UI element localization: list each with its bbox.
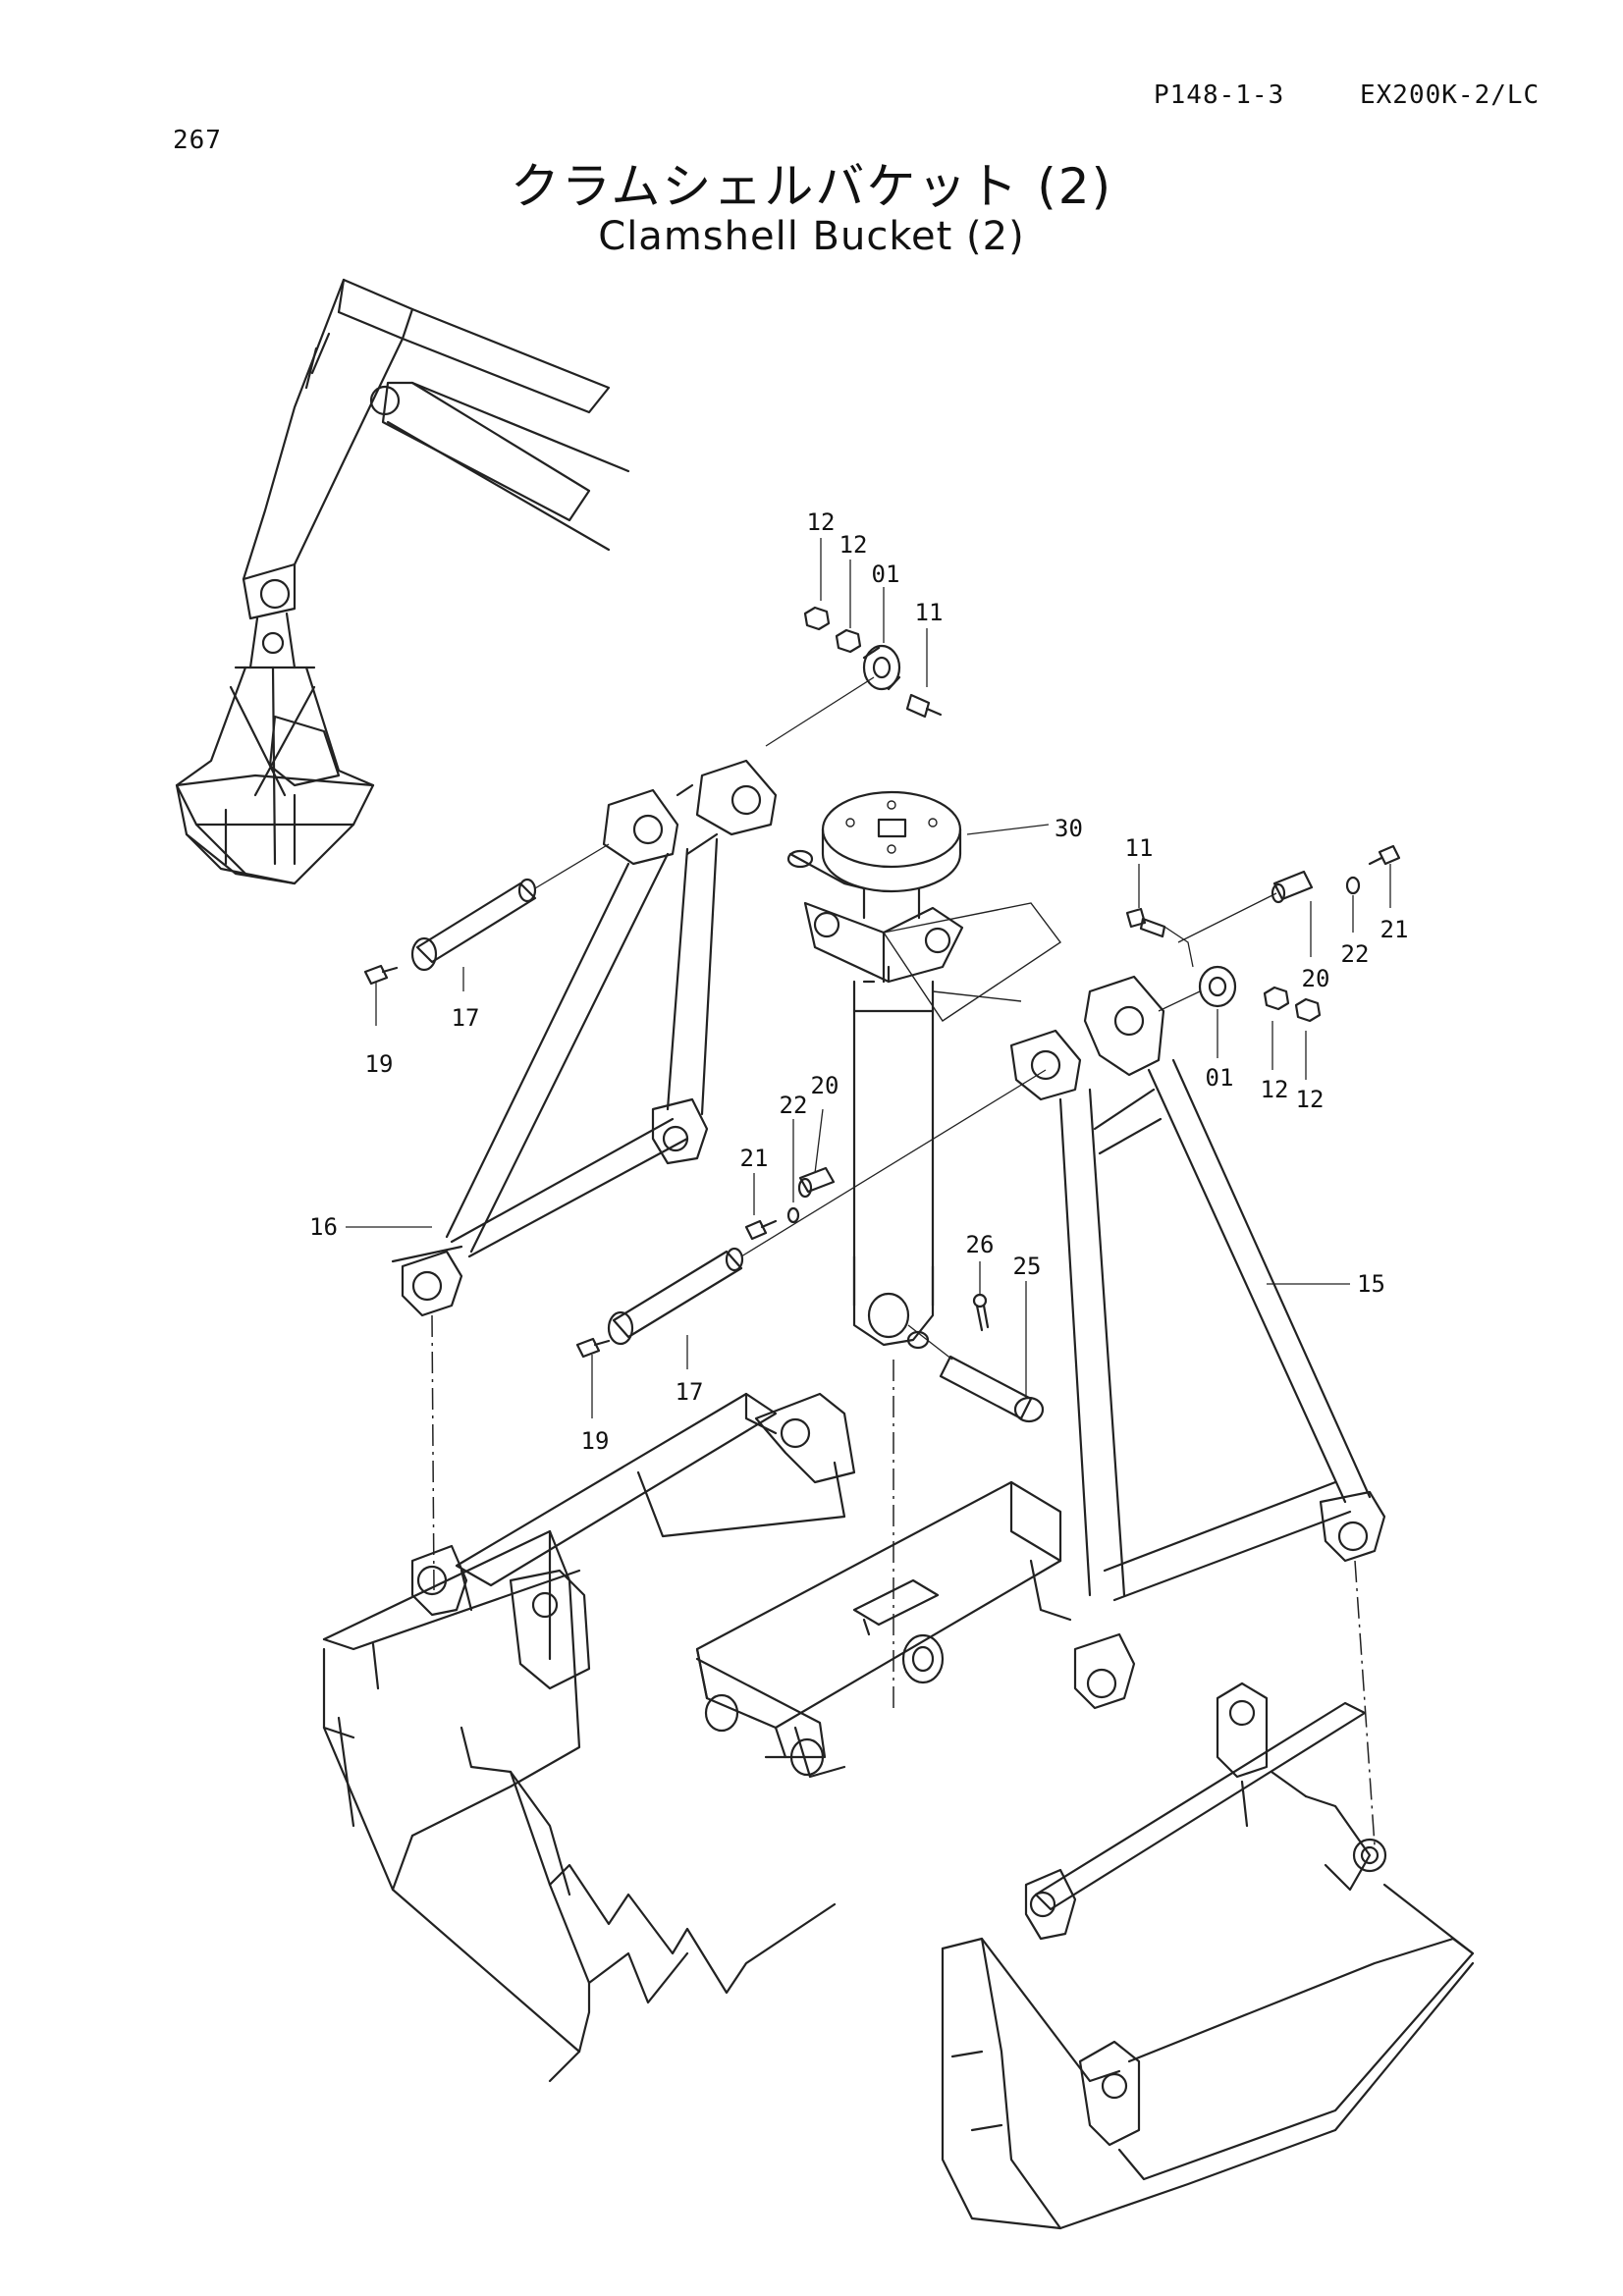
- callout-leaders: [346, 538, 1391, 1418]
- callout-17-a: 17: [452, 1004, 480, 1032]
- callout-21-b: 21: [740, 1145, 769, 1172]
- center-beam: [695, 1480, 1072, 1779]
- callout-11-b: 11: [1125, 834, 1154, 862]
- callout-labels: 12 12 01 11 30 11 20 22 21 01 12 12 17 1…: [309, 508, 1408, 1455]
- callout-12-b: 12: [839, 531, 868, 559]
- callout-11-a: 11: [915, 599, 944, 626]
- pin-17-upper: [363, 843, 610, 986]
- callout-16: 16: [309, 1213, 338, 1241]
- assembly-line-left: [431, 1314, 435, 1591]
- callout-12-d: 12: [1296, 1086, 1325, 1113]
- callout-22-b: 22: [780, 1092, 808, 1119]
- left-bucket-half: [322, 1392, 856, 2083]
- right-bucket-half: [941, 1682, 1475, 2230]
- callout-01-b: 01: [1206, 1064, 1234, 1092]
- frame-16: [391, 759, 778, 1317]
- callout-30: 30: [1055, 815, 1083, 842]
- title-english: Clamshell Bucket (2): [598, 214, 1025, 259]
- callout-01-a: 01: [872, 561, 900, 588]
- callout-25: 25: [1013, 1253, 1042, 1280]
- callout-26: 26: [966, 1231, 995, 1258]
- excavator-inset-illustration: [175, 278, 630, 885]
- callout-22-a: 22: [1341, 940, 1370, 968]
- right-pin-hardware: [1125, 844, 1401, 1023]
- title-japanese: クラムシェルバケット (2): [510, 158, 1113, 215]
- frame-15: [1009, 975, 1386, 1710]
- callout-12-a: 12: [807, 508, 836, 536]
- callout-19-a: 19: [365, 1050, 394, 1078]
- callout-17-b: 17: [676, 1378, 704, 1406]
- callout-20-a: 20: [1302, 965, 1330, 992]
- callout-12-c: 12: [1261, 1076, 1289, 1103]
- callout-19-b: 19: [581, 1427, 610, 1455]
- assembly-line-right: [1354, 1560, 1376, 1846]
- upper-pin-hardware: [765, 606, 943, 747]
- cylinder-30: [786, 790, 1062, 1350]
- callout-15: 15: [1357, 1270, 1385, 1298]
- callout-20-b: 20: [811, 1072, 839, 1099]
- callout-21-a: 21: [1380, 916, 1409, 943]
- model-code: EX200K-2/LC: [1360, 80, 1541, 110]
- pin-17-lower: [575, 1069, 1047, 1423]
- page-number: 267: [173, 126, 222, 155]
- document-code: P148-1-3: [1154, 80, 1285, 110]
